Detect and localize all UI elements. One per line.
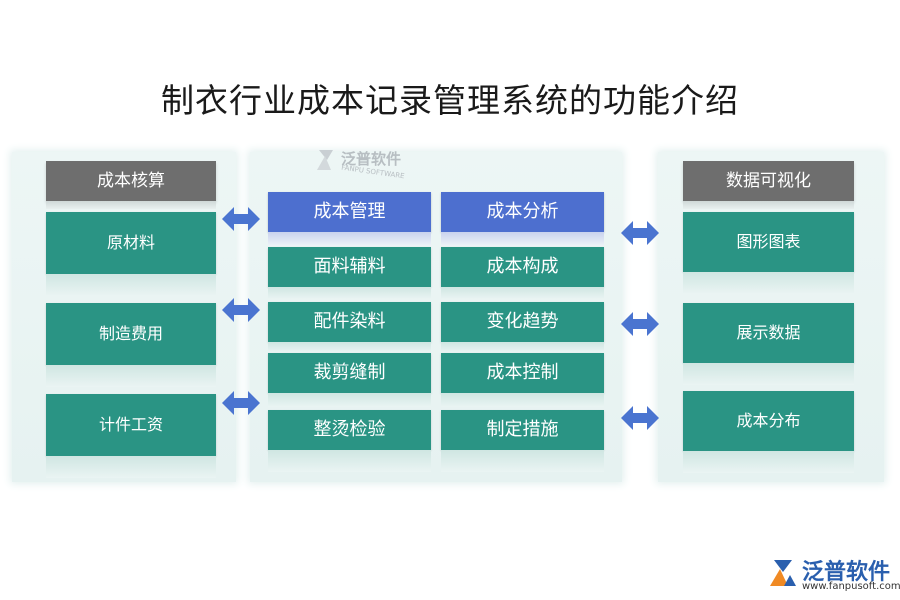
mid-header-reflection <box>441 232 604 246</box>
right-header-shelf <box>683 201 854 209</box>
mid-item-reflection <box>441 342 604 352</box>
mid-item-cost-control: 成本控制 <box>441 353 604 393</box>
mid-item-reflection <box>441 393 604 407</box>
fanpu-logo: 泛普软件 www.fanpusoft.com <box>766 552 900 596</box>
fanpu-logo-icon <box>770 560 796 586</box>
right-header: 数据可视化 <box>683 161 854 201</box>
left-item-reflection <box>46 274 216 296</box>
mid-item-reflection <box>268 342 431 352</box>
mid-header-cost-management: 成本管理 <box>268 192 431 232</box>
mid-item-parts-dyes: 配件染料 <box>268 302 431 342</box>
mid-item-trend: 变化趋势 <box>441 302 604 342</box>
left-item-raw-material: 原材料 <box>46 212 216 274</box>
mid-item-measures: 制定措施 <box>441 410 604 450</box>
left-item-reflection <box>46 365 216 387</box>
right-item-reflection <box>683 451 854 473</box>
mid-item-cost-structure: 成本构成 <box>441 247 604 287</box>
page-title: 制衣行业成本记录管理系统的功能介绍 <box>161 81 739 120</box>
right-item-charts: 图形图表 <box>683 212 854 272</box>
logo-name: 泛普软件 <box>802 560 891 585</box>
mid-item-reflection <box>441 450 604 472</box>
double-arrow-icon <box>222 207 260 231</box>
mid-item-reflection <box>441 287 604 299</box>
mid-item-reflection <box>268 450 431 472</box>
watermark: 泛普软件 FANPU SOFTWARE <box>313 140 423 184</box>
double-arrow-icon <box>222 391 260 415</box>
double-arrow-icon <box>621 221 659 245</box>
fanpu-watermark-icon <box>317 150 333 170</box>
logo-url: www.fanpusoft.com <box>802 581 900 592</box>
right-item-display-data: 展示数据 <box>683 303 854 363</box>
right-item-reflection <box>683 272 854 294</box>
mid-item-ironing-inspection: 整烫检验 <box>268 410 431 450</box>
double-arrow-icon <box>222 298 260 322</box>
left-item-manufacturing-cost: 制造费用 <box>46 303 216 365</box>
double-arrow-icon <box>621 312 659 336</box>
mid-item-cutting-sewing: 裁剪缝制 <box>268 353 431 393</box>
left-header-shelf <box>46 201 216 209</box>
mid-item-reflection <box>268 393 431 407</box>
left-item-reflection <box>46 456 216 478</box>
watermark-name: 泛普软件 <box>341 150 402 168</box>
mid-item-fabric-accessories: 面料辅料 <box>268 247 431 287</box>
mid-header-cost-analysis: 成本分析 <box>441 192 604 232</box>
right-item-reflection <box>683 363 854 385</box>
double-arrow-icon <box>621 406 659 430</box>
left-item-piece-wage: 计件工资 <box>46 394 216 456</box>
left-header: 成本核算 <box>46 161 216 201</box>
mid-header-reflection <box>268 232 431 246</box>
right-item-cost-distribution: 成本分布 <box>683 391 854 451</box>
mid-item-reflection <box>268 287 431 299</box>
